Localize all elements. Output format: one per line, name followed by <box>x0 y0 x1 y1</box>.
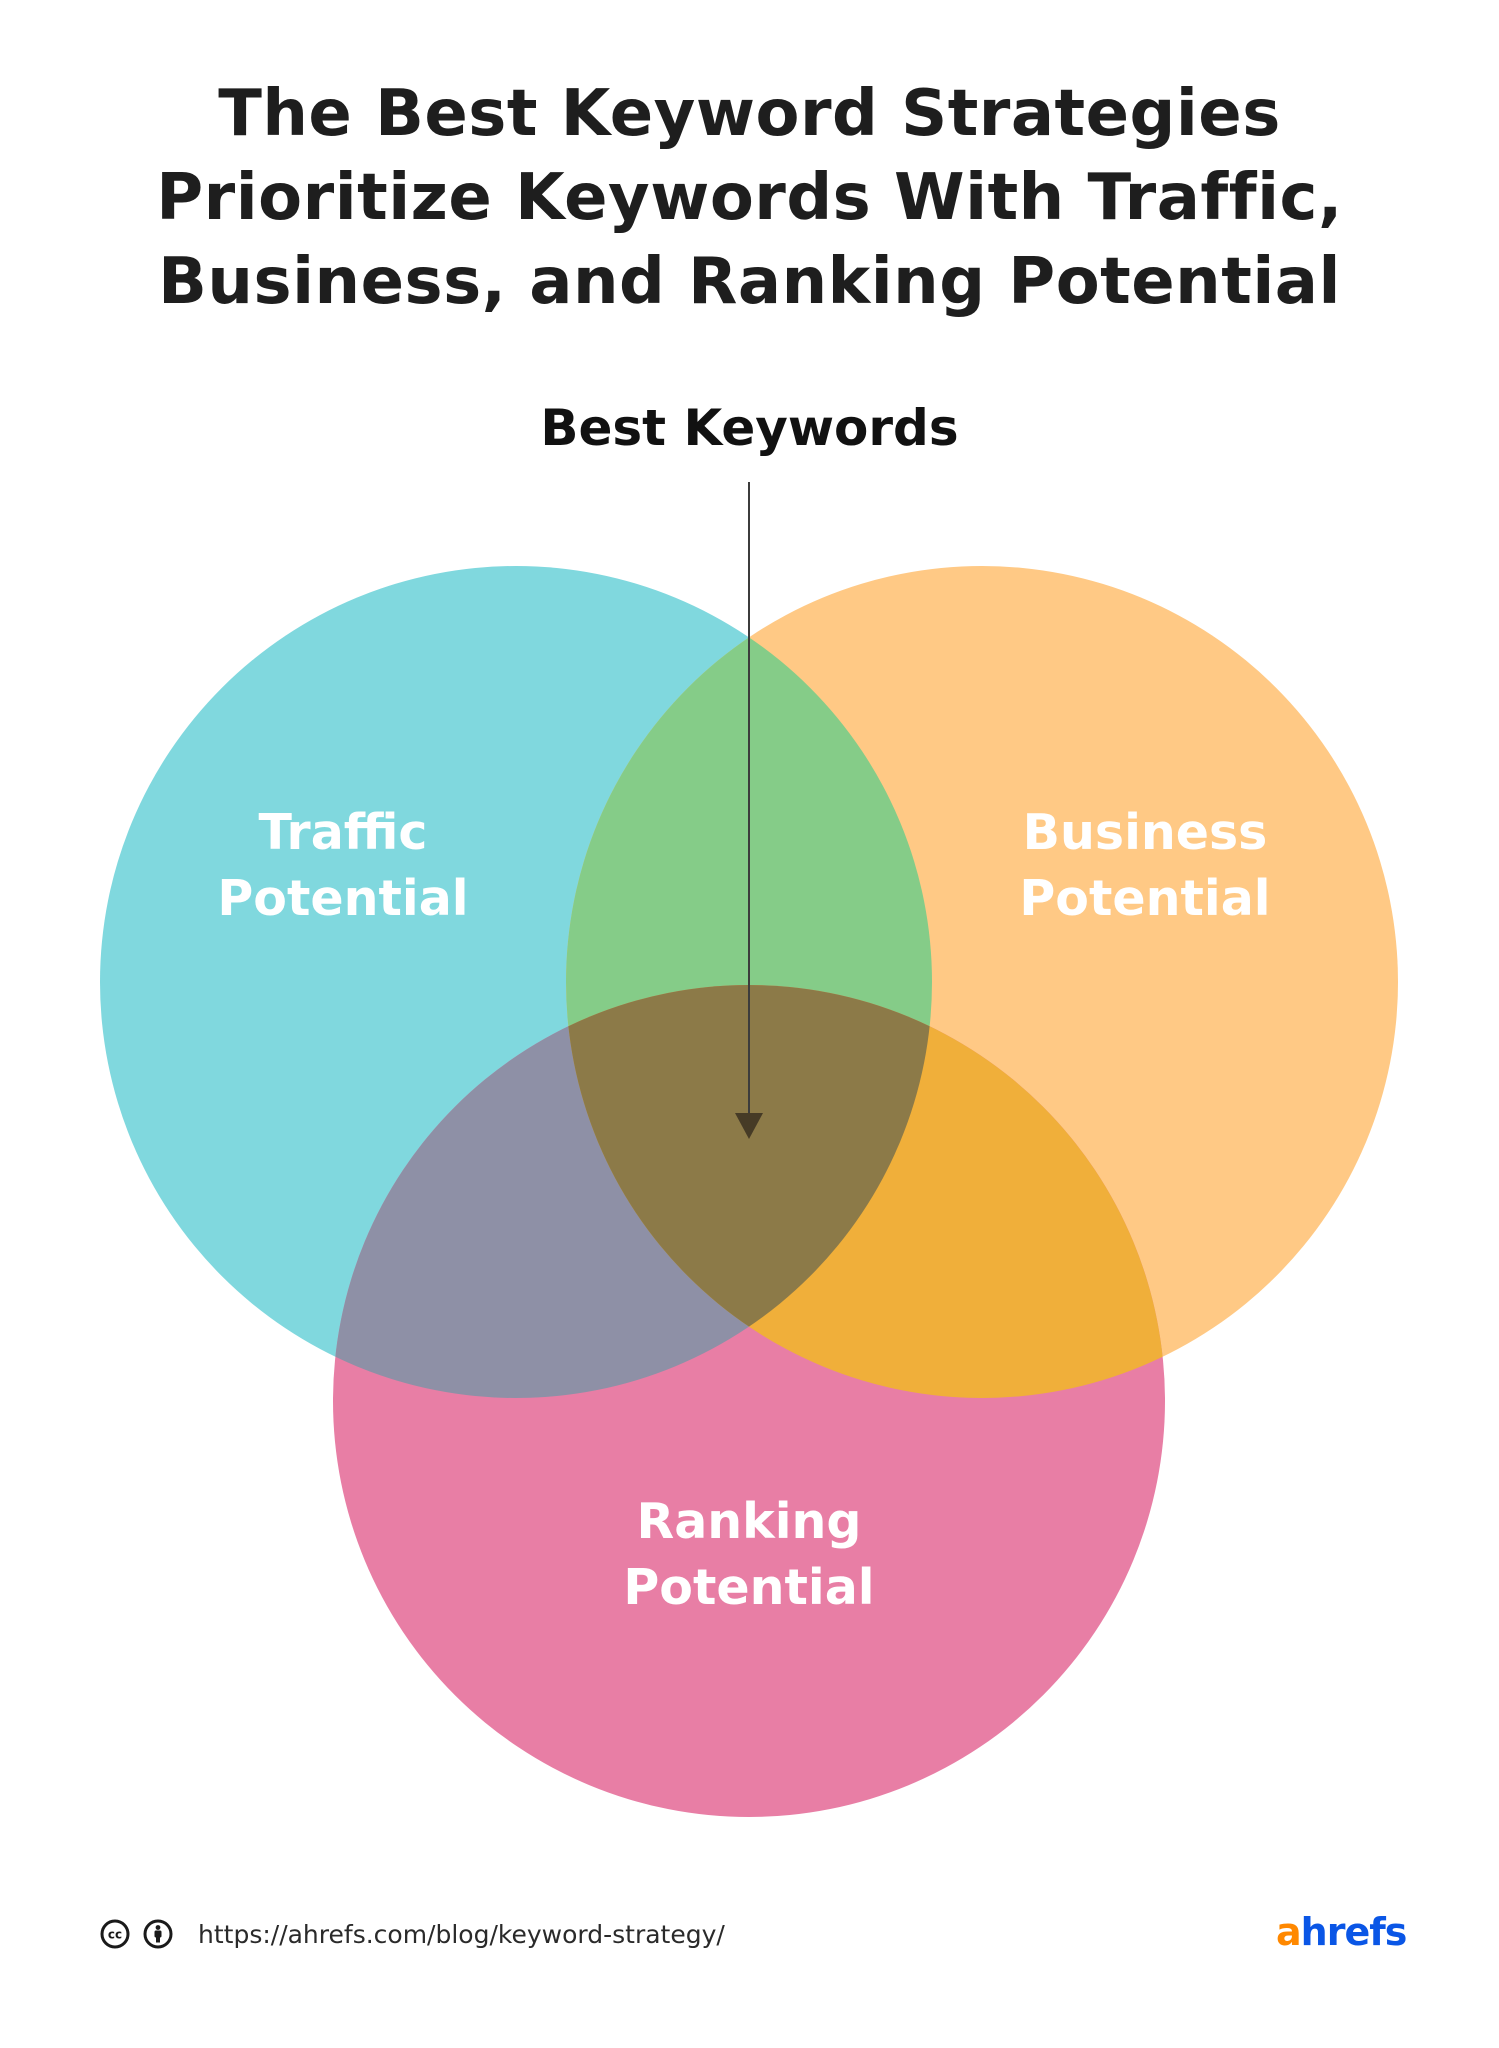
title-line-2: Prioritize Keywords With Traffic, <box>156 161 1343 235</box>
ahrefs-logo: ahrefs <box>1276 1908 1408 1956</box>
arrow-down-icon <box>735 482 763 1139</box>
traffic-potential-label: Traffic Potential <box>217 804 469 927</box>
attribution-icon <box>143 1919 173 1949</box>
logo-first-letter: a <box>1276 1910 1302 1954</box>
page-title: The Best Keyword Strategies Prioritize K… <box>0 72 1499 324</box>
business-potential-label: Business Potential <box>1019 804 1271 927</box>
traffic-ranking-overlap <box>333 985 932 1398</box>
footer: cc https://ahrefs.com/blog/keyword-strat… <box>100 1914 725 1954</box>
business-ranking-overlap <box>566 985 1165 1398</box>
ranking-potential-label: Ranking Potential <box>623 1493 875 1616</box>
title-line-3: Business, and Ranking Potential <box>158 245 1341 319</box>
creative-commons-icon: cc <box>100 1919 130 1949</box>
svg-text:cc: cc <box>108 1928 122 1942</box>
logo-rest: hrefs <box>1300 1910 1408 1954</box>
best-keywords-label: Best Keywords <box>540 399 959 457</box>
source-url-link[interactable]: https://ahrefs.com/blog/keyword-strategy… <box>198 1919 725 1949</box>
title-line-1: The Best Keyword Strategies <box>218 77 1281 151</box>
